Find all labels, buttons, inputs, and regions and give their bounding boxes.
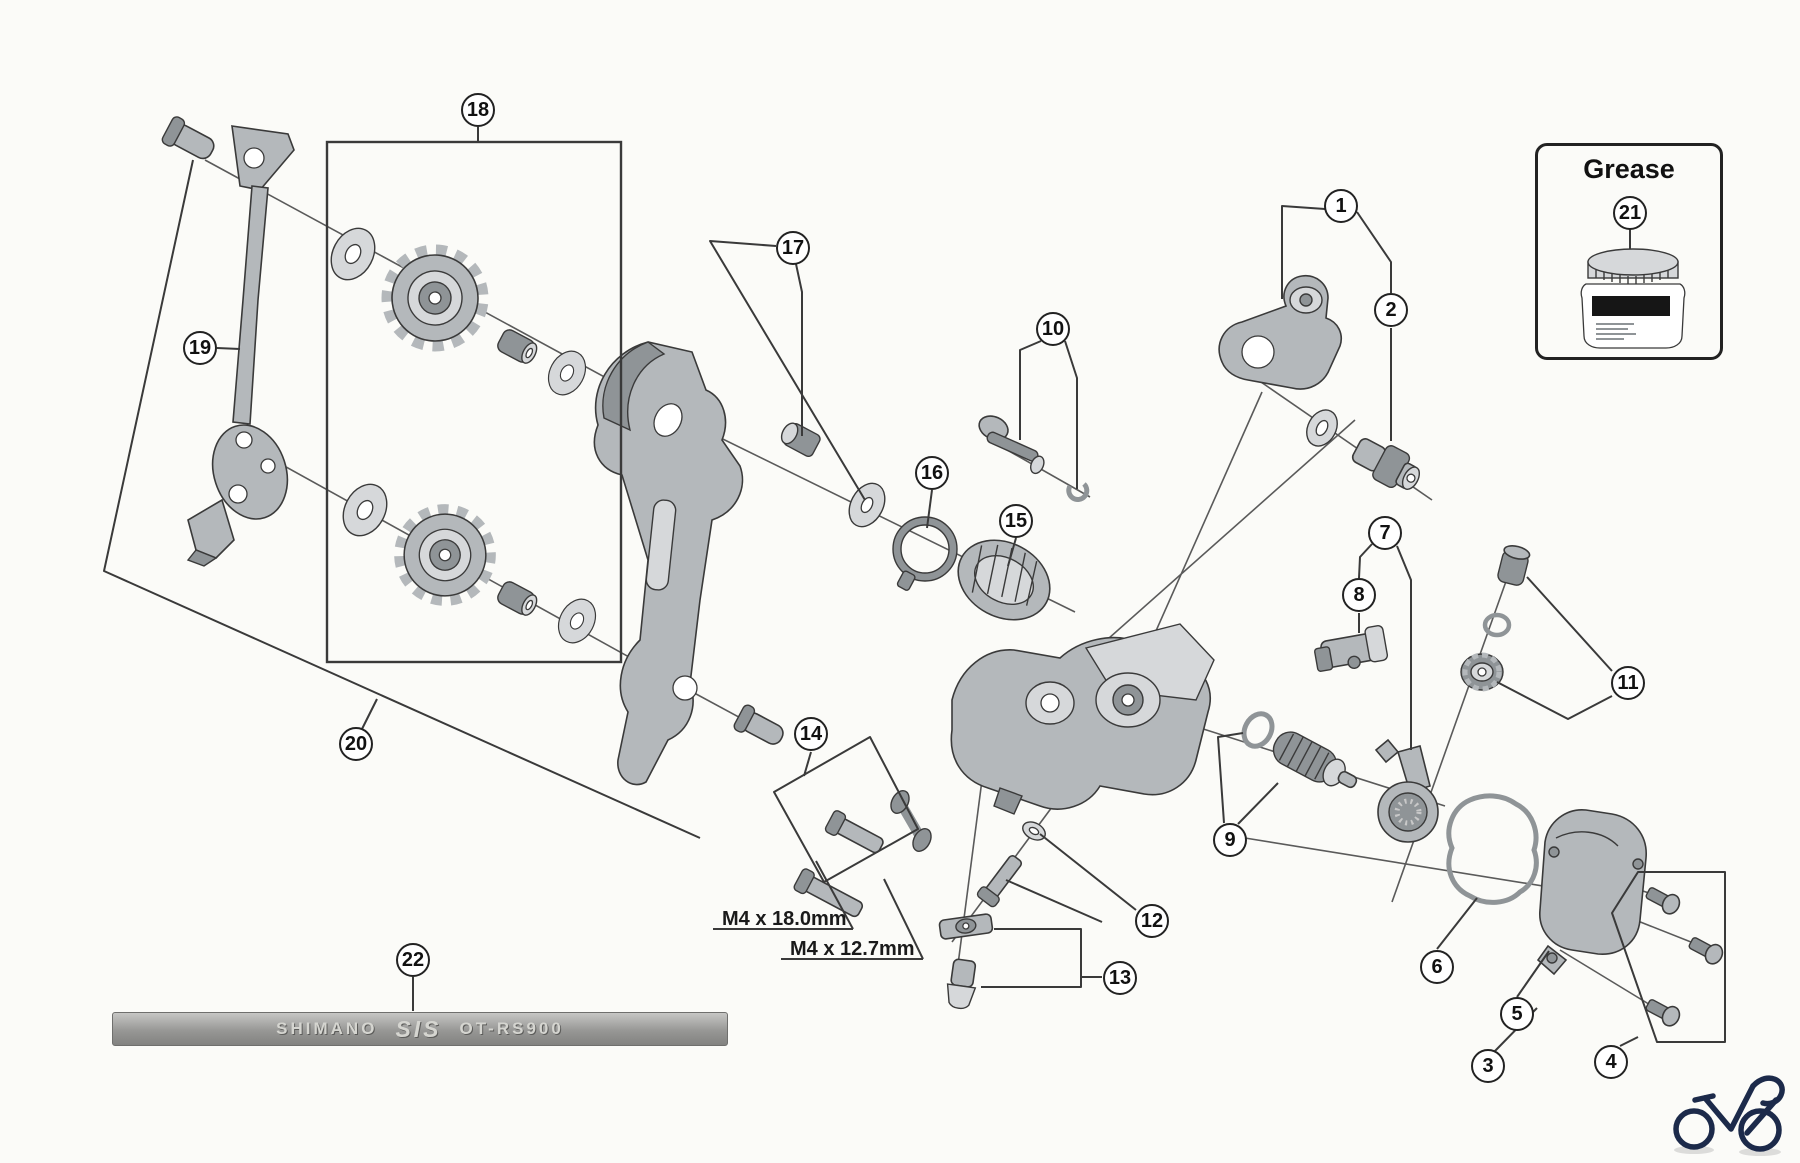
callout-18: 18 (461, 93, 495, 127)
callout-number: 11 (1617, 671, 1639, 694)
bushing-17 (780, 422, 821, 458)
callout-8: 8 (1342, 578, 1376, 612)
coil-spring-15 (957, 539, 1051, 621)
callout-10: 10 (1036, 312, 1070, 346)
washer-12 (1022, 821, 1046, 841)
callout-number: 21 (1618, 201, 1642, 224)
callout-number: 1 (1335, 194, 1347, 217)
callout-19: 19 (183, 331, 217, 365)
callout-number: 10 (1041, 317, 1065, 340)
callout-9: 9 (1213, 823, 1247, 857)
outer-cage-plate (593, 341, 744, 786)
pivot-arm-7 (1374, 738, 1439, 843)
callout-16: 16 (915, 456, 949, 490)
callout-number: 2 (1385, 298, 1397, 321)
screw-set-4 (1645, 887, 1724, 1027)
bushing-spring-9 (1272, 731, 1358, 789)
callout-number: 16 (920, 461, 944, 484)
callout-20: 20 (339, 727, 373, 761)
adjust-cap-11 (1497, 545, 1531, 586)
callout-number: 4 (1605, 1050, 1617, 1073)
callout-14: 14 (794, 717, 828, 751)
callout-number: 19 (188, 336, 212, 359)
shift-cable: SHIMANO SIS OT-RS900 (112, 1012, 728, 1046)
m4-bolts-14 (793, 790, 932, 918)
o-ring-9 (1241, 711, 1275, 749)
callout-3: 3 (1471, 1049, 1505, 1083)
pulley-set (321, 220, 604, 650)
callout-7: 7 (1368, 516, 1402, 550)
box-4 (1611, 871, 1726, 1043)
stud-bolt-12 (976, 855, 1023, 908)
washer-17 (848, 482, 886, 528)
callout-number: 8 (1353, 583, 1365, 606)
callout-5: 5 (1500, 997, 1534, 1031)
cable-guide-8 (1313, 625, 1389, 672)
callout-12: 12 (1135, 904, 1169, 938)
cage-pivot-bolt (733, 704, 784, 745)
callout-number: 17 (781, 236, 805, 259)
callout-13: 13 (1103, 961, 1137, 995)
callout-number: 20 (344, 732, 368, 755)
callout-number: 7 (1379, 521, 1391, 544)
callout-1: 1 (1324, 189, 1358, 223)
stepped-bolt-2 (1351, 438, 1421, 490)
dimension-label-long-bolt: M4 x 18.0mm (722, 908, 847, 930)
link-bracket-1 (1218, 274, 1342, 390)
cable-sis-text: SIS (395, 1015, 442, 1042)
bike-logo (1673, 1075, 1785, 1156)
callout-number: 12 (1140, 909, 1164, 932)
callout-17: 17 (776, 231, 810, 265)
o-ring-11 (1482, 612, 1512, 638)
callout-number: 18 (466, 98, 490, 121)
c-washer-10 (1066, 482, 1090, 502)
box-18 (325, 140, 623, 664)
cable-model-text: OT-RS900 (459, 1019, 564, 1038)
cage-bolt-13 (946, 958, 977, 1010)
washer-1 (1306, 409, 1338, 447)
cable-fixing-bolt-10 (978, 415, 1045, 475)
leader-lines (103, 127, 1726, 1053)
grease-jar (1580, 248, 1686, 349)
dimension-label-short-bolt: M4 x 12.7mm (790, 938, 915, 960)
seal-ring-16 (892, 516, 958, 591)
stopper-bolt (161, 116, 215, 160)
callout-number: 9 (1224, 828, 1236, 851)
callout-21: 21 (1613, 196, 1647, 230)
callout-number: 15 (1004, 509, 1028, 532)
grease-box-title: Grease (1583, 154, 1675, 184)
t-nut-13 (938, 913, 994, 940)
inner-cage-plate (186, 125, 295, 567)
grease-box: Grease (1535, 143, 1723, 360)
callout-2: 2 (1374, 293, 1408, 327)
callout-22: 22 (396, 943, 430, 977)
callout-number: 3 (1482, 1054, 1494, 1077)
callout-number: 6 (1431, 955, 1443, 978)
nut-11 (1460, 652, 1504, 692)
derailleur-body (950, 623, 1215, 815)
callout-number: 22 (401, 948, 425, 971)
motor-cover-3 (1536, 809, 1647, 976)
cable-brand-text: SHIMANO (276, 1019, 378, 1038)
callout-11: 11 (1611, 666, 1645, 700)
callout-number: 14 (799, 722, 823, 745)
callout-4: 4 (1594, 1045, 1628, 1079)
gasket-6 (1446, 793, 1539, 905)
callout-number: 5 (1511, 1002, 1523, 1025)
callout-6: 6 (1420, 950, 1454, 984)
callout-number: 13 (1108, 966, 1132, 989)
callout-15: 15 (999, 504, 1033, 538)
